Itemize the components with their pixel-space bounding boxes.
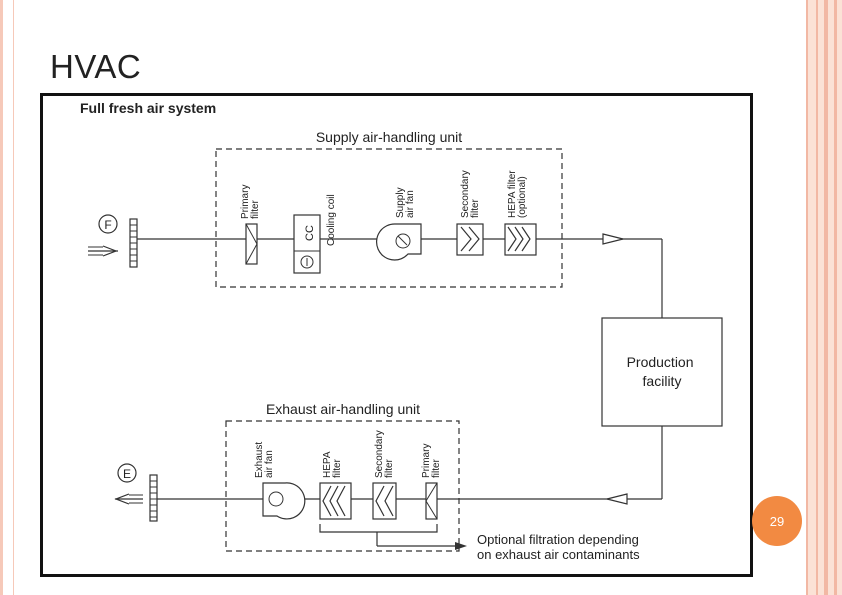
diagram-title: Full fresh air system [80,100,216,116]
exhaust-hepa-filter-label: HEPA filter [322,449,343,478]
production-facility-label: Production facility [627,354,698,389]
exhaust-fan-icon [262,482,306,520]
exhaust-unit-box [225,420,460,552]
production-facility-box [601,317,723,427]
border-line [806,0,808,595]
border-line [816,0,818,595]
supply-primary-filter-label: Primary filter [240,182,261,219]
exhaust-fan-label: Exhaust air fan [254,439,275,478]
slide-title: HVAC [50,48,142,85]
cc-label: CC [304,225,316,241]
supply-secondary-filter-label: Secondary filter [460,167,481,218]
border-line [824,0,828,595]
supply-secondary-filter [456,223,484,256]
supply-hepa-filter-label: HEPA filter (optional) [507,168,528,218]
exhaust-secondary-filter-label: Secondary filter [374,427,395,478]
diagram-image: Full fresh air system Supply air-handlin… [40,93,753,577]
border-line [834,0,837,595]
slide-left-border [0,0,14,595]
optional-filtration-bracket [319,524,467,550]
exhaust-unit-label: Exhaust air-handling unit [266,401,420,417]
supply-primary-filter [245,223,258,265]
exhaust-hepa-filter [319,482,352,520]
exhaust-air-marker-label: E [123,467,131,481]
exhaust-flow-arrow-icon [606,493,628,505]
supply-flow-arrow-icon [602,233,624,245]
supply-unit-box [215,148,563,288]
exhaust-air-marker [117,463,137,483]
optional-filtration-note: Optional filtration depending on exhaust… [477,532,643,562]
fresh-air-marker [98,214,118,234]
exhaust-louver-icon [149,474,158,522]
cooling-coil [293,214,321,274]
supply-fan-icon [376,223,422,261]
fresh-air-arrow-icon [88,245,118,257]
exhaust-primary-filter-label: Primary filter [421,441,442,478]
exhaust-primary-filter [425,482,438,520]
page-number-badge: 29 [752,496,802,546]
cooling-coil-label: Cooling coil [326,194,337,246]
supply-unit-label: Supply air-handling unit [316,129,462,145]
intake-louver-icon [129,218,138,268]
supply-fan-label: Supply air fan [395,185,416,218]
exhaust-air-arrow-icon [114,493,143,505]
fresh-air-marker-label: F [104,218,111,232]
supply-hepa-filter [504,223,537,256]
exhaust-secondary-filter [372,482,397,520]
hvac-diagram: Full fresh air system Supply air-handlin… [80,100,723,562]
